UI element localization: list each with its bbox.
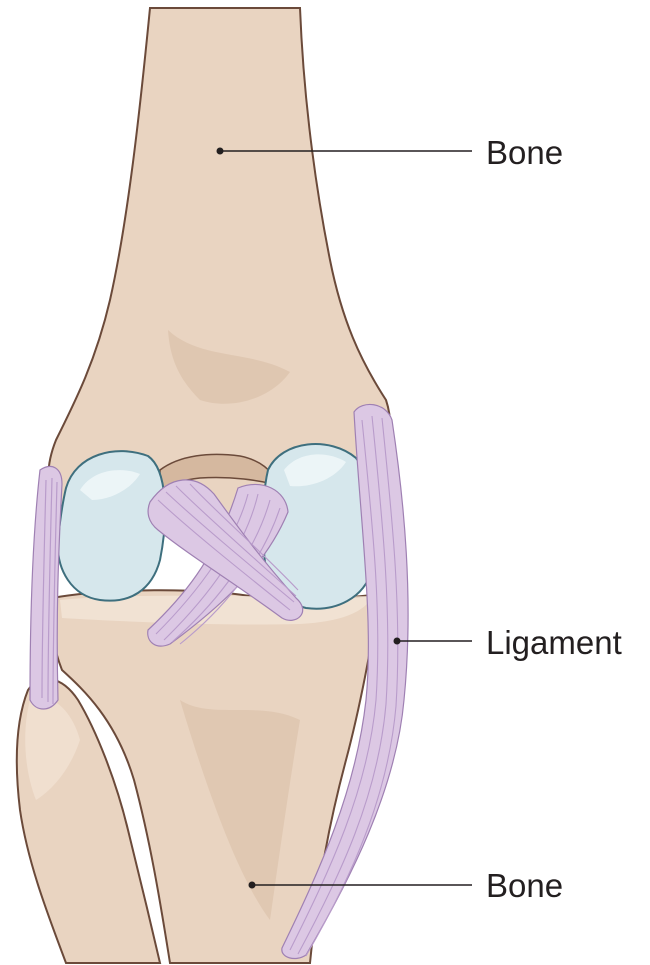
top-bone-label: Bone — [486, 136, 563, 169]
bottom-bone-label: Bone — [486, 869, 563, 902]
ligament-label: Ligament — [486, 626, 622, 659]
